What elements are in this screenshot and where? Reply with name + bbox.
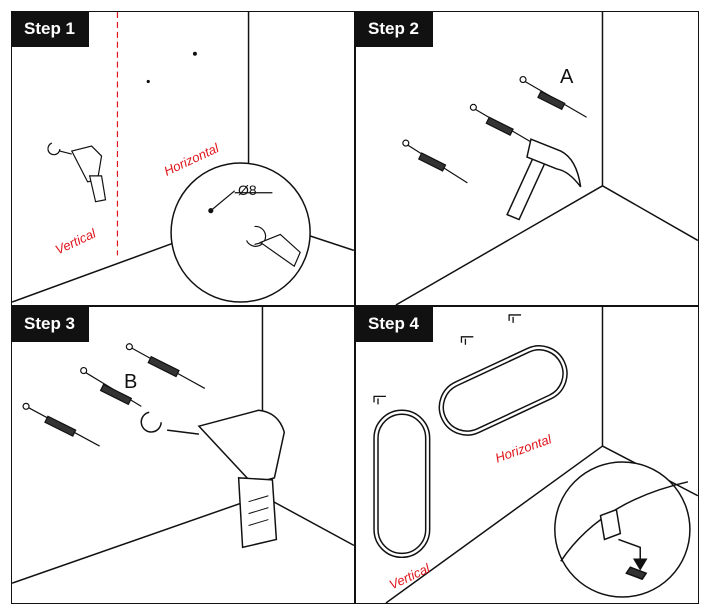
step-1-title: Step 1	[12, 12, 90, 47]
step-2-illustration	[395, 12, 698, 305]
part-b-label: B	[124, 371, 138, 393]
mirror-icon	[373, 409, 431, 559]
drill-icon	[47, 142, 107, 203]
wall-anchor-icon	[469, 103, 534, 144]
step-3-panel: Step 3	[11, 306, 355, 604]
diameter-label: Ø8	[238, 182, 257, 198]
step-3-illustration	[12, 307, 354, 584]
step-1-panel: Step 1	[11, 11, 355, 306]
screw-icon	[80, 366, 142, 407]
mounting-bracket-icon	[373, 314, 522, 405]
step-4-panel: Step 4	[355, 306, 699, 604]
rotation-arrow	[140, 411, 162, 433]
step-2-panel: Step 2	[355, 11, 699, 306]
screw-icon	[125, 343, 206, 389]
screw-icon	[618, 538, 648, 581]
step-2-title: Step 2	[356, 12, 434, 47]
screw-icon	[22, 402, 100, 447]
drill-bit-detail	[254, 233, 301, 268]
step-1-illustration	[12, 12, 354, 303]
step-4-title: Step 4	[356, 307, 434, 342]
wall-anchor-icon	[519, 75, 587, 118]
step-4-illustration	[373, 307, 698, 603]
wall-anchor-icon	[402, 139, 468, 184]
drill-icon	[167, 409, 286, 549]
drill-mark	[192, 51, 197, 56]
hammer-icon	[506, 138, 582, 221]
magnifier-detail	[170, 162, 311, 303]
part-a-label: A	[560, 66, 574, 88]
drill-mark	[146, 79, 150, 84]
magnifier-detail	[554, 461, 691, 598]
mirror-icon	[438, 345, 568, 436]
step-3-title: Step 3	[12, 307, 90, 342]
